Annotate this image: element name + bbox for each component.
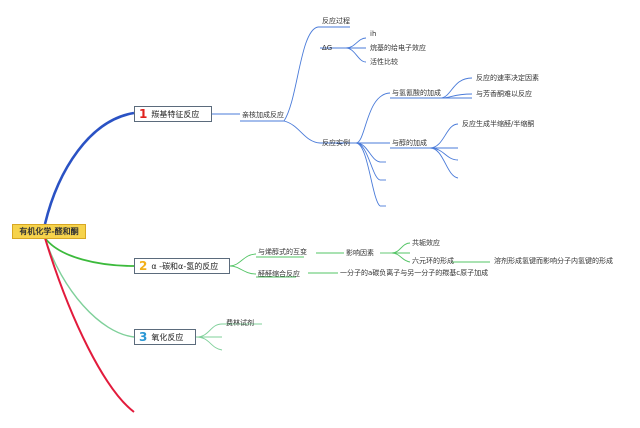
- node-hcn-addition[interactable]: 与氢氰酸的加成: [392, 89, 441, 97]
- node-rate-factor[interactable]: 反应的速率决定因素: [476, 74, 539, 82]
- branch-label: 氧化反应: [151, 332, 184, 342]
- node-activity-compare[interactable]: 活性比较: [370, 58, 398, 66]
- branch-number-2: 2: [139, 259, 148, 273]
- edge-root-branch3: [44, 237, 135, 338]
- edge-root-branch2: [44, 237, 135, 267]
- node-hemiacetal[interactable]: 反应生成半缩醛/半缩酮: [462, 120, 535, 128]
- branch-number-3: 3: [139, 330, 148, 344]
- node-aldol-desc[interactable]: 一分子的a碳负离子与另一分子的羰基c原子加成: [340, 269, 489, 277]
- node-examples[interactable]: 反应实例: [322, 139, 350, 147]
- node-aryl-ketone[interactable]: 与芳香酮难以反应: [476, 90, 532, 98]
- node-conjugation[interactable]: 共轭效应: [412, 239, 440, 247]
- node-solvent[interactable]: 溶剂形成氢键而影响分子内氢键的形成: [494, 257, 613, 265]
- edge-root-tail: [44, 237, 135, 413]
- root-topic[interactable]: 有机化学-醛和酮: [12, 224, 86, 239]
- node-electron-donating[interactable]: 烷基的给电子效应: [370, 44, 426, 52]
- branch-carbonyl-reactions[interactable]: 1 羰基特征反应: [134, 106, 212, 122]
- branch-oxidation[interactable]: 3 氧化反应: [134, 329, 196, 345]
- branch-label: 羰基特征反应: [151, 109, 200, 119]
- node-six-ring[interactable]: 六元环的形成: [412, 257, 454, 265]
- node-influence[interactable]: 影响因素: [346, 249, 374, 257]
- node-alcohol-addition[interactable]: 与醇的加成: [392, 139, 427, 147]
- branch-label: α -碳和α-氢的反应: [151, 261, 219, 271]
- node-fehling[interactable]: 费林试剂: [226, 319, 254, 327]
- node-delta-g[interactable]: ΔG: [322, 44, 333, 52]
- node-keto-enol[interactable]: 与烯醇式的互变: [258, 248, 307, 256]
- branch-number-1: 1: [139, 107, 148, 121]
- node-reaction-process[interactable]: 反应过程: [322, 17, 350, 25]
- node-ih[interactable]: ih: [370, 30, 377, 38]
- branch-alpha-reactions[interactable]: 2 α -碳和α-氢的反应: [134, 258, 230, 274]
- node-aldol[interactable]: 醛醛缩合反应: [258, 270, 300, 278]
- edge-root-branch1: [43, 111, 135, 225]
- node-nucleophilic-addition[interactable]: 亲核加成反应: [242, 111, 284, 119]
